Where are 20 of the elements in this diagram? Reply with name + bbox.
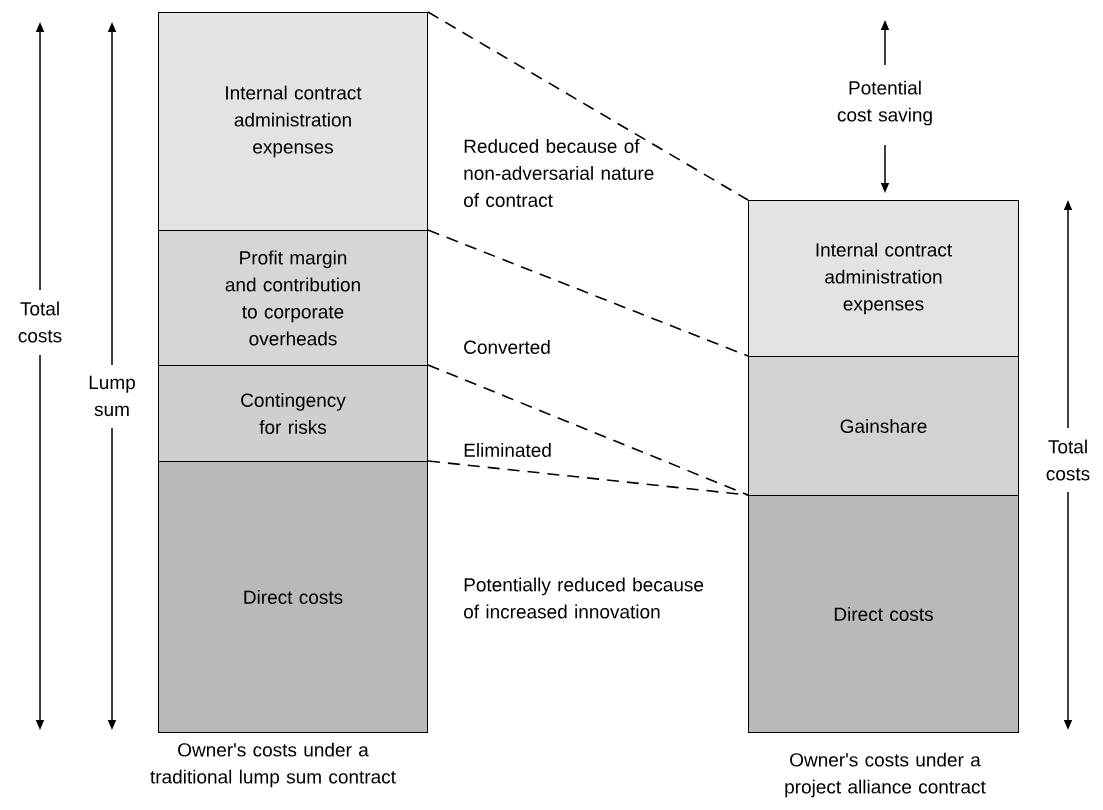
cost-segment: Internal contract administration expenses (748, 200, 1019, 357)
annotation-text: Potentially reduced because of increased innovation (464, 577, 704, 619)
dashed-connector (427, 460, 749, 496)
annotation-text: Reduced because of non-adversarial nature of contract (464, 139, 654, 207)
cost-segment: Direct costs (158, 461, 428, 733)
cost-segment: Contingency for risks (158, 365, 428, 462)
cost-segment: Internal contract administration expenses (158, 12, 428, 231)
dashed-connector (427, 11, 749, 201)
dimension-label: Total costs (1046, 439, 1090, 481)
annotation-text: Potential cost saving (837, 80, 932, 126)
cost-segment: Gainshare (748, 356, 1019, 496)
column-caption: Owner's costs under a project alliance contract (785, 752, 986, 798)
cost-segment: Direct costs (748, 495, 1019, 733)
annotation-text: Eliminated (464, 443, 551, 457)
annotation-text: Converted (464, 340, 550, 354)
dimension-label: Lump sum (89, 375, 135, 417)
cost-segment: Profit margin and contribution to corporate overheads (158, 230, 428, 366)
dashed-connector (427, 229, 749, 357)
dashed-connector (427, 364, 749, 496)
dimension-label: Total costs (18, 301, 62, 343)
